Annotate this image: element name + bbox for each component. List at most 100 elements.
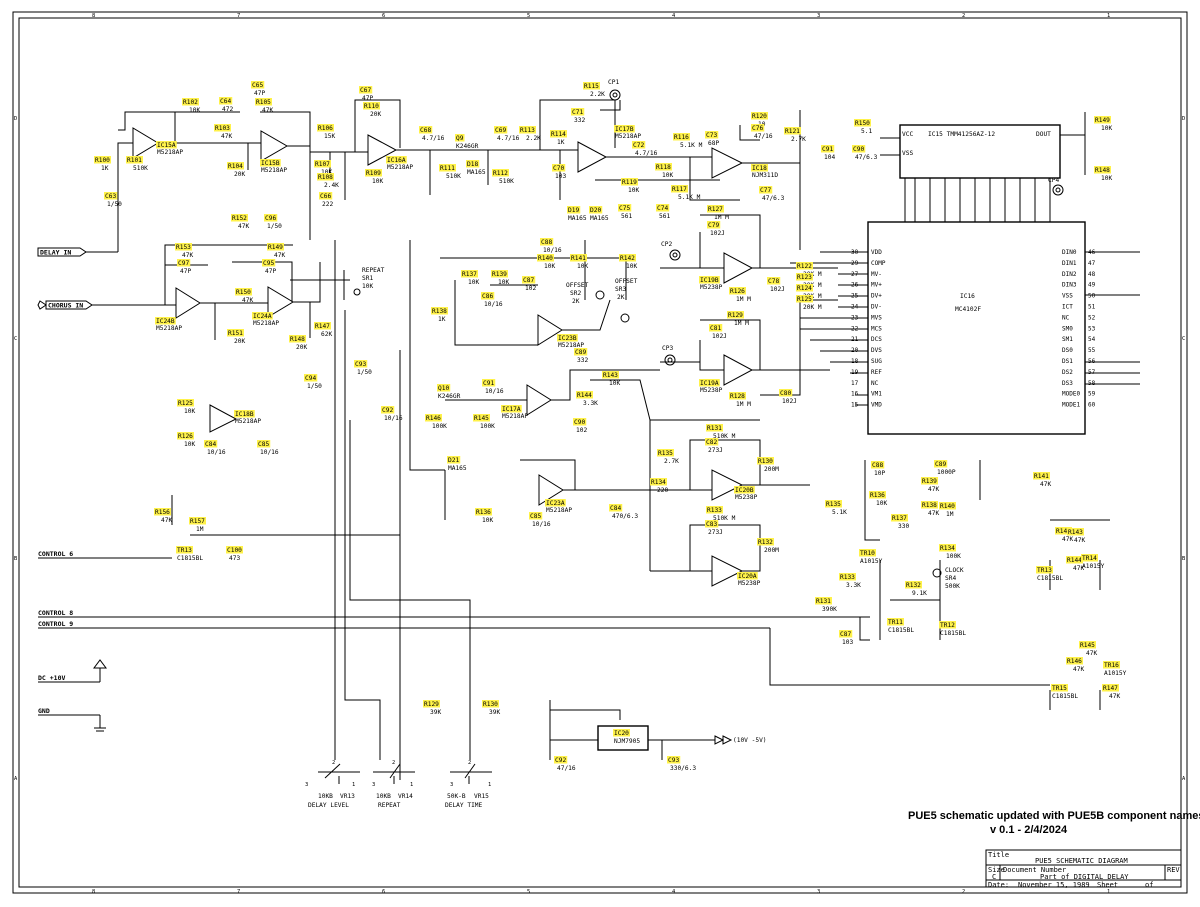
capacitor-value-label: 47P — [265, 268, 276, 275]
ic16-pin-signal: MV- — [871, 271, 882, 278]
capacitor-value-label: 472 — [222, 106, 233, 113]
resistor-value-label: 510K — [499, 178, 514, 185]
resistor-id-label: R146 — [426, 415, 441, 422]
capacitor-value-label: 1000P — [937, 469, 956, 476]
resistor-id-label: R117 — [672, 186, 687, 193]
capacitor-id-label: C67 — [360, 87, 371, 94]
resistor-id-label: R115 — [584, 83, 599, 90]
resistor-value-label: 510K — [133, 165, 148, 172]
resistor-value-label: 1K — [438, 316, 446, 323]
resistor-id-label: R151 — [228, 330, 243, 337]
capacitor-id-label: C89 — [575, 349, 586, 356]
ic16-pin-signal: MCS — [871, 325, 882, 332]
capacitor-value-label: 1/50 — [107, 201, 122, 208]
resistor-id-label: R142 — [620, 255, 635, 262]
ic16-pin-signal: NC — [1062, 314, 1070, 321]
svg-text:REV: REV — [1167, 866, 1180, 874]
resistor-id-label: R105 — [256, 99, 271, 106]
semiconductor-id-label: D19 — [568, 207, 579, 214]
ic16-pin-signal: DCS — [871, 336, 882, 343]
resistor-value-label: 10K — [544, 263, 555, 270]
resistor-value-label: 20K — [296, 344, 307, 351]
resistor-value-label: 510K M — [713, 515, 736, 522]
zone-top-marker: 7 — [237, 13, 240, 19]
resistor-id-label: R135 — [826, 501, 841, 508]
capacitor-id-label: C84 — [205, 441, 216, 448]
ic16-pin-number: 57 — [1088, 369, 1096, 376]
svg-text:VCC: VCC — [902, 131, 913, 138]
resistor-id-label: R111 — [440, 165, 455, 172]
svg-text:CONTROL 8: CONTROL 8 — [38, 609, 73, 617]
semiconductor-id-label: TR10 — [860, 550, 875, 557]
ic16-pin-number: 47 — [1088, 260, 1096, 267]
capacitor-value-label: 1/50 — [307, 383, 322, 390]
capacitor-id-label: C89 — [935, 461, 946, 468]
svg-text:REPEAT: REPEAT — [378, 802, 401, 809]
capacitor-id-label: C93 — [355, 361, 366, 368]
svg-text:IC15 TMM41256AZ-12: IC15 TMM41256AZ-12 — [928, 131, 995, 138]
capacitor-value-label: 330/6.3 — [670, 765, 696, 772]
vr15-label: VR15 — [474, 793, 489, 800]
resistor-value-label: 47K — [928, 510, 939, 517]
capacitor-value-label: 68P — [708, 140, 719, 147]
resistor-id-label: R128 — [730, 393, 745, 400]
ic16-pin-signal: DS3 — [1062, 380, 1073, 387]
opamp-id-label: IC15A — [157, 142, 176, 149]
capacitor-value-label: 273J — [708, 529, 723, 536]
capacitor-id-label: C91 — [822, 146, 833, 153]
ic16-pin-number: 54 — [1088, 336, 1096, 343]
svg-text:IC16: IC16 — [960, 293, 975, 300]
svg-text:(10V -5V): (10V -5V) — [733, 737, 767, 744]
resistor-id-label: R130 — [758, 458, 773, 465]
resistor-id-label: R149 — [268, 244, 283, 251]
capacitor-value-label: 473 — [229, 555, 240, 562]
ic16-pin-signal: DS2 — [1062, 369, 1073, 376]
resistor-value-label: 10K — [468, 279, 479, 286]
resistor-value-label: 47K — [161, 517, 172, 524]
ic16-pin-signal: VMD — [871, 402, 882, 409]
capacitor-value-label: 47/16 — [557, 765, 576, 772]
capacitor-id-label: C84 — [610, 505, 621, 512]
resistor-value-label: 47K — [182, 252, 193, 259]
resistor-id-label: R102 — [183, 99, 198, 106]
resistor-id-label: R138 — [432, 308, 447, 315]
resistor-id-label: R107 — [315, 161, 330, 168]
resistor-id-label: R143 — [1068, 529, 1083, 536]
zone-side-marker-right: B — [1182, 556, 1185, 562]
resistor-value-label: 10K — [498, 279, 509, 286]
testpoint-labels: CP1 CP2 CP3 CP4 — [608, 79, 1059, 352]
chorus-in-port: CHORUS IN — [37, 300, 165, 310]
resistor-value-label: 10K — [626, 263, 637, 270]
resistor-id-label: R145 — [1080, 642, 1095, 649]
resistor-id-label: R129 — [424, 701, 439, 708]
svg-text:10K: 10K — [362, 283, 373, 290]
capacitor-value-label: 273J — [708, 447, 723, 454]
ic16-pin-signal: DIN2 — [1062, 271, 1077, 278]
ic16-pin-number: 60 — [1088, 402, 1096, 409]
resistor-value-label: 47K — [242, 297, 253, 304]
opamp-part-label: M5218AP — [502, 413, 528, 420]
ic16-pin-signal: DIN1 — [1062, 260, 1077, 267]
resistor-id-label: R143 — [603, 372, 618, 379]
resistor-id-label: R132 — [758, 539, 773, 546]
capacitor-value-label: 561 — [621, 213, 632, 220]
svg-text:DOUT: DOUT — [1036, 131, 1051, 138]
ic16-pin-number: 23 — [851, 314, 859, 321]
svg-text:CLOCK: CLOCK — [945, 567, 964, 574]
opamp-id-label: IC18 — [752, 165, 767, 172]
resistor-value-label: 10K — [189, 107, 200, 114]
zone-bottom-marker: 8 — [92, 889, 95, 895]
zone-bottom-marker: 1 — [1107, 889, 1110, 895]
resistor-value-label: 1M M — [734, 320, 749, 327]
opamp-id-label: IC19B — [700, 277, 719, 284]
resistor-value-label: 10K — [184, 441, 195, 448]
resistor-id-label: R106 — [318, 125, 333, 132]
resistor-id-label: R148 — [1095, 167, 1110, 174]
capacitor-id-label: C72 — [633, 142, 644, 149]
resistor-id-label: R150 — [236, 289, 251, 296]
resistor-value-label: 330 — [898, 523, 909, 530]
sheet-inner-border — [18, 17, 1182, 888]
capacitor-value-label: 102J — [770, 286, 785, 293]
resistor-value-label: 47K — [262, 107, 273, 114]
